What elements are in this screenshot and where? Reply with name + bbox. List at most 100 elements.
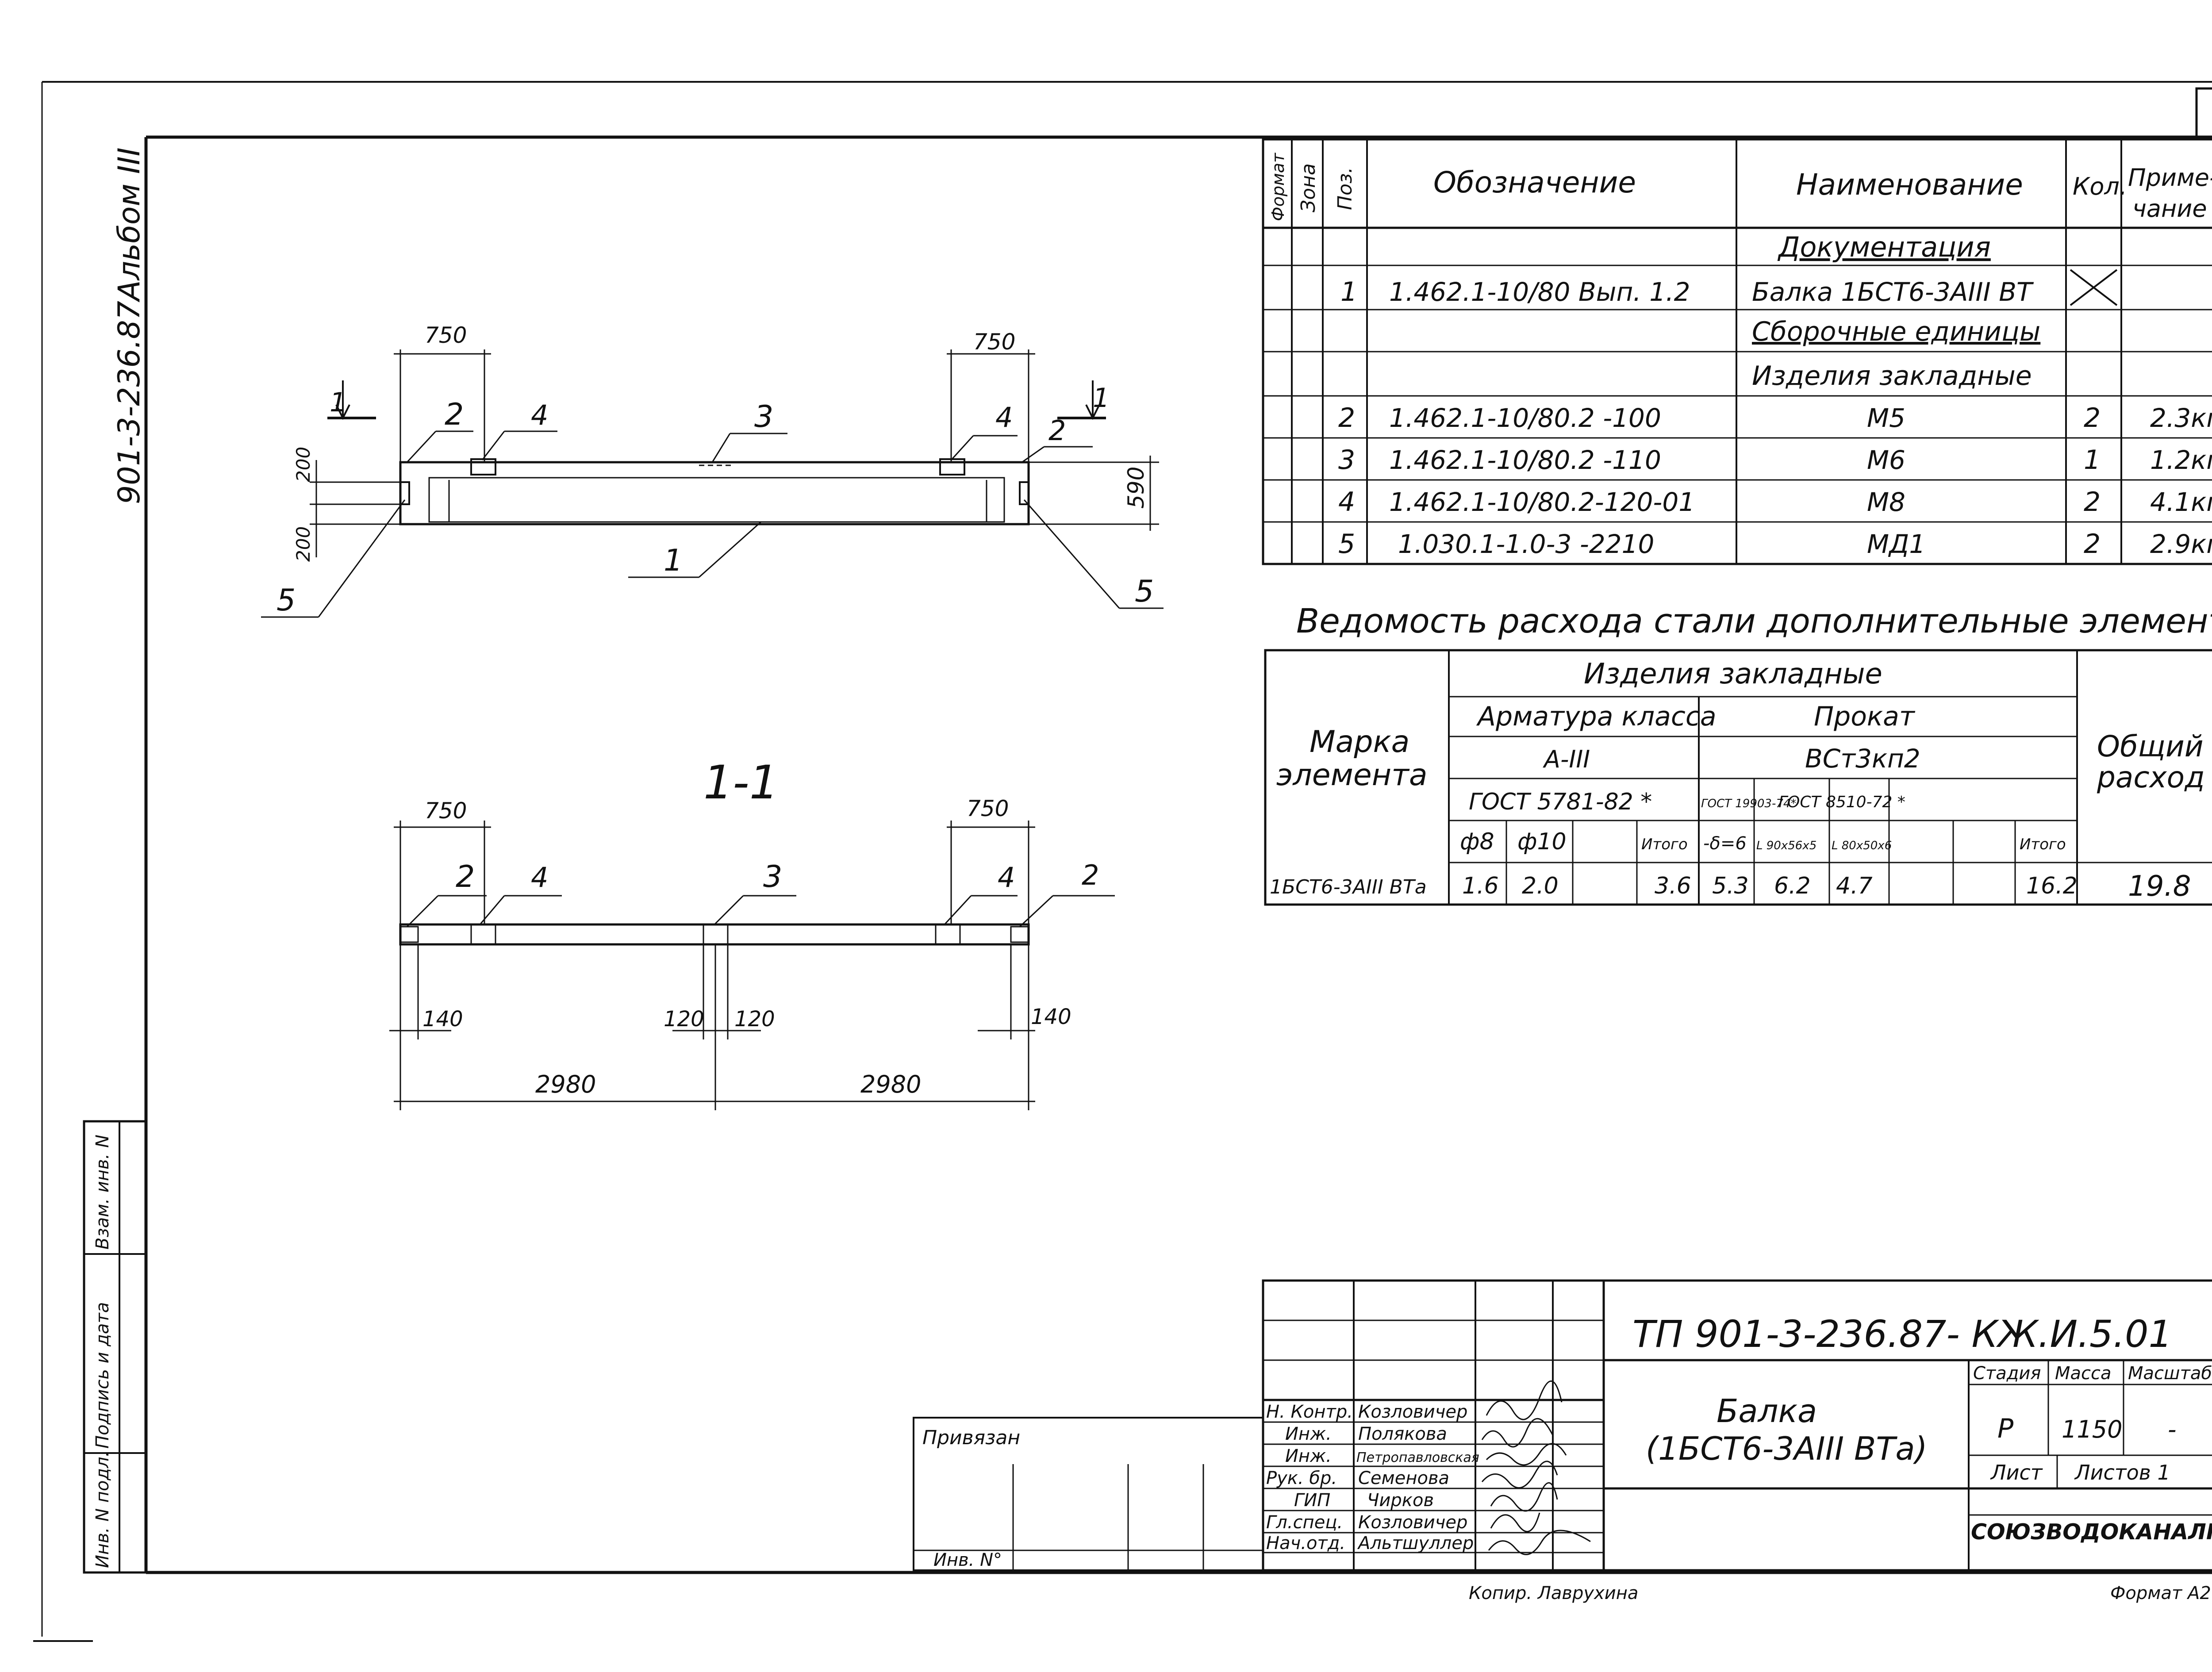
- plan-callout-2-right: 2: [1048, 414, 1066, 447]
- section-dim-120a: 120: [664, 1007, 704, 1032]
- row-qty: 1: [2084, 445, 2101, 476]
- section-callout-2-right: 2: [1082, 859, 1099, 891]
- row-designation: 1.462.1-10/80.2-120-01: [1389, 487, 1695, 517]
- row-pos: 5: [1338, 529, 1355, 560]
- steel-rebar-grade: А-III: [1543, 745, 1590, 773]
- row-designation: 1.462.1-10/80.2 -110: [1389, 445, 1661, 475]
- spec-header-pos: Поз.: [1334, 167, 1356, 210]
- row-qty: 2: [2084, 487, 2101, 518]
- plan-dim-200b: 200: [292, 526, 314, 562]
- row-qty: 2: [2084, 403, 2101, 433]
- steel-table-grid: [1264, 649, 2212, 906]
- format-label: Формат А2: [2110, 1583, 2211, 1603]
- role-name: Полякова: [1358, 1424, 1447, 1444]
- section-mark-left: 1: [330, 387, 346, 418]
- steel-data-row: 1БСТ6-3АIII ВТа 1.6 2.0 3.6 5.3 6.2 4.7 …: [1270, 870, 2191, 903]
- section-dim-left: 750: [425, 798, 467, 824]
- row-note: 2.9кг: [2150, 529, 2212, 559]
- plan-callout-5-left: 5: [276, 583, 296, 618]
- plan-callout-5-right: 5: [1135, 574, 1154, 609]
- steel-rolled: Прокат: [1814, 701, 1916, 732]
- title-sheet-header: Лист: [1990, 1461, 2043, 1484]
- row-name: М8: [1867, 487, 1905, 517]
- role-name: Чирков: [1367, 1490, 1434, 1511]
- table-row: 4 1.462.1-10/80.2-120-01 М8 2 4.1кг: [1338, 487, 2212, 518]
- steel-gost-a: ГОСТ 19903-74*: [1701, 797, 1796, 810]
- plan-callout-4-left: 4: [531, 399, 548, 431]
- steel-title: Ведомость расхода стали дополнительные э…: [1296, 601, 2212, 640]
- title-code: ТП 901-3-236.87- КЖ.И.5.01: [1632, 1312, 2172, 1356]
- row-name: М6: [1867, 445, 1905, 475]
- copied-by: Копир. Лаврухина: [1469, 1583, 1638, 1603]
- spec-header-zone: Зона: [1297, 163, 1320, 212]
- role-name: Альтшуллер: [1357, 1533, 1474, 1553]
- title-stage: Р: [1997, 1413, 2014, 1444]
- title-org: СОЮЗВОДОКАНАЛПРОЕКТ: [1971, 1519, 2212, 1545]
- steel-subheaders: ф8 ф10 Итого -δ=6 L 90х56х5 L 80х50х6 Ит…: [1460, 828, 2066, 855]
- steel-gost-b: ГОСТ 8510-72 *: [1778, 793, 1905, 811]
- spec-header-qty: Кол.: [2073, 173, 2127, 200]
- steel-embedded: Изделия закладные: [1584, 658, 1882, 690]
- album-ref: 901-3-236.87Альбом III: [112, 147, 147, 504]
- side-stamp-inv-podl: Инв. N подл.: [92, 1451, 113, 1568]
- plan-dim-right: 750: [973, 329, 1015, 355]
- spec-rows: 2 1.462.1-10/80.2 -100 М5 2 2.3кг 3 1.46…: [1338, 403, 2212, 560]
- row-qty: 2: [2084, 529, 2101, 560]
- plan-dim-200a: 200: [292, 447, 314, 482]
- table-row: 5 1.030.1-1.0-3 -2210 МД1 2 2.9кг: [1338, 529, 2212, 560]
- row-val-plate: 5.3: [1712, 873, 1749, 899]
- side-stamp-vzam: Взам. инв. N: [92, 1135, 113, 1250]
- steel-total-header-1: Общий: [2097, 729, 2204, 763]
- section-callout-4-right: 4: [998, 861, 1015, 894]
- sub-plate: -δ=6: [1703, 833, 1747, 854]
- plan-dim-590: 590: [1123, 467, 1149, 509]
- spec-doc-name: Балка 1БСТ6-3АIII ВТ: [1752, 277, 2034, 307]
- row-val-angle-b: 4.7: [1836, 873, 1873, 899]
- row-name: М5: [1867, 403, 1905, 433]
- steel-mark-header-2: элемента: [1276, 758, 1428, 793]
- sub-total-rolled: Итого: [2020, 836, 2066, 853]
- title-block-grid: [913, 1279, 2212, 1572]
- row-val-f8: 1.6: [1462, 873, 1499, 899]
- title-roles: Н. Контр. Козловичер Инж. Полякова Инж. …: [1266, 1402, 1479, 1553]
- section-dim-right: 750: [967, 796, 1009, 821]
- steel-rolled-grade: ВСт3кп2: [1805, 744, 1920, 774]
- spec-section-documentation: Документация: [1777, 231, 1991, 263]
- attached-label: Привязан: [922, 1427, 1020, 1449]
- title-sheets-header: Листов 1: [2074, 1461, 2170, 1484]
- section-callout-3: 3: [763, 859, 782, 894]
- title-scale: -: [2168, 1415, 2177, 1443]
- row-pos: 2: [1338, 403, 1355, 433]
- row-val-f10: 2.0: [1522, 873, 1559, 899]
- steel-rebar-class: Арматура класса: [1476, 701, 1717, 732]
- signatures: [1481, 1381, 1591, 1555]
- title-name-2: (1БСТ6-3АIII ВТа): [1646, 1430, 1928, 1467]
- role-label: Инж.: [1285, 1424, 1332, 1444]
- title-name-1: Балка: [1717, 1392, 1817, 1430]
- row-total: 19.8: [2128, 870, 2191, 903]
- plan-callout-2-left: 2: [445, 397, 464, 432]
- row-pos: 3: [1338, 445, 1355, 476]
- sub-f8: ф8: [1460, 828, 1494, 855]
- spec-table-grid: [1262, 138, 2212, 565]
- role-label: Инж.: [1285, 1446, 1332, 1466]
- role-label: Рук. бр.: [1266, 1468, 1337, 1488]
- side-stamp: [83, 1120, 147, 1574]
- table-row: 3 1.462.1-10/80.2 -110 М6 1 1.2кг: [1338, 445, 2212, 476]
- sub-angle-b: L 80х50х6: [1832, 839, 1892, 852]
- sub-f10: ф10: [1517, 828, 1567, 855]
- role-name: Козловичер: [1358, 1402, 1467, 1422]
- row-val-total-rolled: 16.2: [2026, 873, 2078, 899]
- section-view: [389, 821, 1115, 1110]
- steel-total-header-2: расход: [2097, 760, 2205, 794]
- steel-mark-header-1: Марка: [1310, 725, 1409, 759]
- plan-dim-left: 750: [425, 322, 467, 348]
- sub-angle-a: L 90х56х5: [1756, 839, 1816, 852]
- section-dim-2980a: 2980: [535, 1070, 596, 1098]
- spec-section-assemblies: Сборочные единицы: [1752, 316, 2040, 347]
- sheet-frame: [33, 81, 2212, 1642]
- spec-header-format: Формат: [1268, 152, 1288, 221]
- section-dim-140a: 140: [422, 1007, 463, 1032]
- title-scale-header: Масштаб: [2128, 1363, 2212, 1384]
